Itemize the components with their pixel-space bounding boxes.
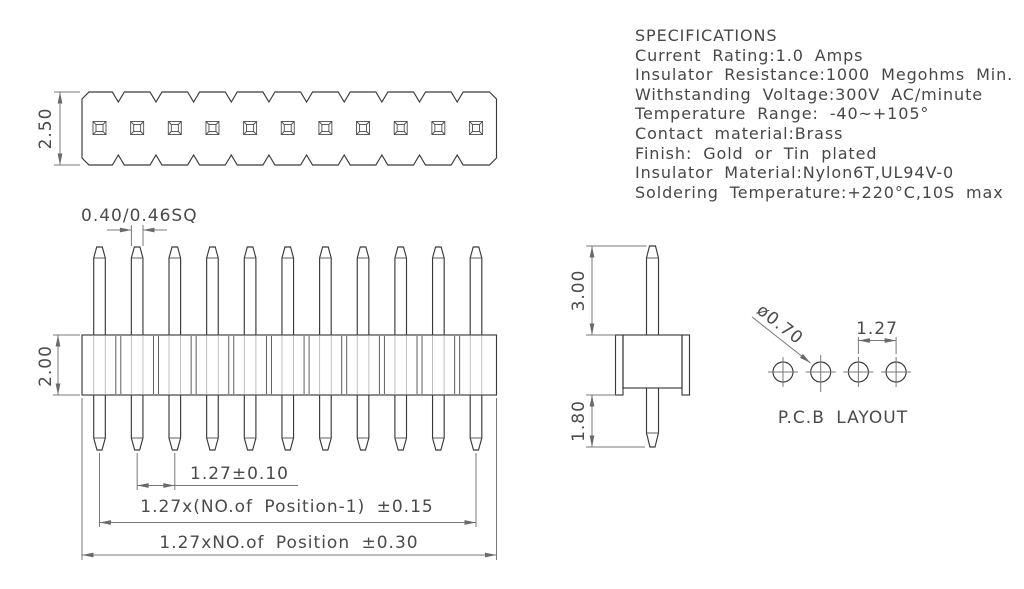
dim-lower-pin-length: 1.80	[569, 394, 645, 448]
top-view-housing-outline	[81, 91, 498, 166]
dim-pitch: 1.27±0.10	[137, 464, 298, 488]
pin	[130, 246, 144, 335]
dim-pin-square-label: 0.40/0.46SQ	[81, 206, 198, 226]
pin	[93, 395, 106, 451]
pin	[319, 395, 332, 451]
pin-contact-square	[280, 121, 295, 135]
top-view-pin-contacts	[92, 121, 483, 135]
dim-pin-square: 0.40/0.46SQ	[81, 206, 198, 246]
dim-hole-pitch-label: 1.27	[856, 319, 898, 339]
dim-hole-diameter-label: ø0.70	[753, 300, 807, 349]
pin-contact-square	[243, 121, 258, 135]
dim-upper-pin-length: 3.00	[569, 245, 647, 336]
dim-span-positions-minus1-label: 1.27x(NO.of Position-1) ±0.15	[140, 497, 433, 517]
pin	[394, 395, 408, 451]
dim-span-positions-minus1: 1.27x(NO.of Position-1) ±0.15	[99, 497, 476, 525]
pin-contact-square	[130, 121, 145, 135]
front-view-lower-pins	[93, 395, 483, 451]
spec-line-withstanding-voltage: Withstanding Voltage:300V AC/minute	[635, 84, 983, 104]
pcb-hole	[768, 357, 798, 387]
dim-hole-diameter: ø0.70	[751, 300, 811, 364]
pin-contact-square	[205, 121, 220, 135]
spec-line-contact-material: Contact material:Brass	[635, 123, 844, 143]
pin	[243, 395, 257, 451]
dim-span-total: 1.27xNO.of Position ±0.30	[82, 533, 497, 558]
front-view-upper-pins	[93, 246, 483, 335]
specifications-title: SPECIFICATIONS	[635, 26, 778, 45]
front-view-segment-dividers	[115, 336, 461, 394]
pin	[206, 246, 219, 335]
front-view: 2.00 0.40/0.46SQ	[36, 206, 498, 560]
pin-contact-square	[318, 121, 333, 135]
dim-top-view-height-label: 2.50	[36, 108, 56, 150]
dim-lower-pin-length-label: 1.80	[569, 400, 589, 442]
front-view-pin-passthrough-lines	[93, 336, 483, 394]
spec-line-temperature-range: Temperature Range: -40~+105°	[635, 104, 930, 124]
pin-contact-square	[92, 121, 107, 135]
pin	[243, 246, 257, 335]
top-view: 2.50	[36, 91, 498, 166]
dim-top-view-height: 2.50	[36, 91, 80, 166]
pin	[394, 246, 408, 335]
dim-hole-pitch: 1.27	[856, 319, 898, 354]
pin-contact-square	[469, 121, 483, 135]
spec-line-insulator-material: Insulator Material:Nylon6T,UL94V-0	[635, 163, 955, 183]
pin	[645, 245, 660, 335]
pin	[206, 395, 219, 451]
side-view: 3.00 1.80	[569, 245, 691, 448]
pin	[645, 388, 660, 448]
pcb-layout-label: P.C.B LAYOUT	[778, 408, 908, 428]
front-view-insulator-body	[81, 334, 498, 396]
specifications-block: SPECIFICATIONS Current Rating:1.0 Amps I…	[635, 26, 1013, 202]
pcb-hole	[805, 355, 836, 392]
dim-pitch-label: 1.27±0.10	[190, 464, 289, 484]
pin	[130, 395, 144, 451]
pin	[319, 246, 332, 335]
pin	[168, 246, 182, 335]
pin-contact-square	[393, 121, 408, 135]
pin	[168, 395, 182, 451]
dim-upper-pin-length-label: 3.00	[569, 270, 589, 312]
housing-outline	[81, 91, 498, 166]
side-view-left-tab	[614, 334, 624, 396]
dim-span-total-label: 1.27xNO.of Position ±0.30	[159, 533, 418, 553]
pin-contact-square	[356, 121, 370, 135]
spec-line-insulator-resistance: Insulator Resistance:1000 Megohms Min.	[635, 65, 1014, 85]
pcb-hole	[881, 357, 912, 387]
pin	[469, 395, 483, 451]
side-view-body	[622, 334, 683, 389]
pin	[431, 246, 445, 335]
dim-body-height-label: 2.00	[36, 345, 56, 387]
spec-line-current-rating: Current Rating:1.0 Amps	[635, 45, 864, 65]
pcb-holes	[768, 355, 912, 392]
side-view-right-tab	[681, 334, 691, 396]
pin	[281, 395, 295, 451]
pin	[93, 246, 106, 335]
pin	[281, 246, 295, 335]
spec-line-soldering-temperature: Soldering Temperature:+220°C,10S max	[635, 182, 1004, 202]
pcb-hole	[843, 357, 874, 387]
spec-line-finish: Finish: Gold or Tin plated	[635, 143, 878, 163]
pin	[469, 246, 483, 335]
pin	[356, 395, 370, 451]
pin	[431, 395, 445, 451]
pcb-layout: ø0.70 1.27 P.C.B LAYOUT	[751, 300, 912, 428]
pin	[356, 246, 370, 335]
pin-contact-square	[167, 121, 182, 135]
dim-body-height: 2.00	[36, 334, 80, 396]
pin-contact-square	[431, 121, 446, 135]
side-view-pin	[645, 245, 660, 448]
